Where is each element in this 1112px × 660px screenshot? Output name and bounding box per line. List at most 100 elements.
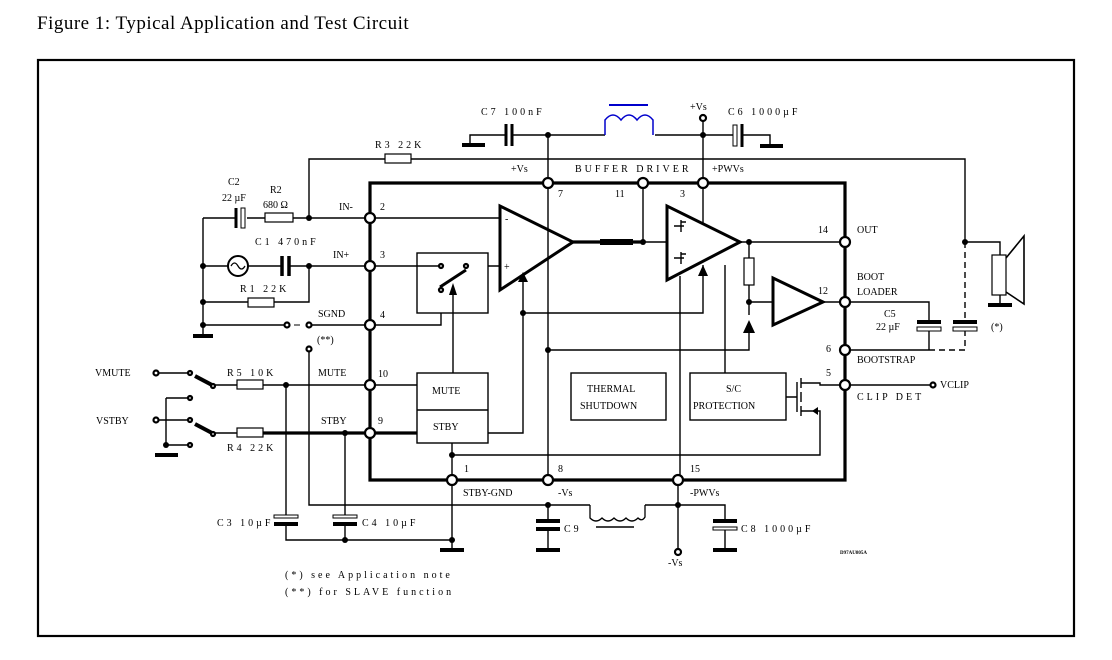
svg-text:SHUTDOWN: SHUTDOWN xyxy=(580,401,637,412)
svg-text:(**): (**) xyxy=(317,335,334,346)
svg-text:S/C: S/C xyxy=(726,384,741,395)
svg-text:C2: C2 xyxy=(228,177,240,188)
svg-text:5: 5 xyxy=(826,368,831,379)
mute-stby-block xyxy=(416,372,489,548)
svg-text:CLIP DET: CLIP DET xyxy=(857,392,924,403)
svg-text:MUTE: MUTE xyxy=(318,368,346,379)
svg-text:STBY: STBY xyxy=(433,422,459,433)
svg-text:(**) for SLAVE function: (**) for SLAVE function xyxy=(285,587,454,598)
svg-text:LOADER: LOADER xyxy=(857,287,898,298)
svg-text:7: 7 xyxy=(558,189,563,200)
svg-text:3: 3 xyxy=(380,250,385,261)
svg-text:2: 2 xyxy=(380,202,385,213)
zener-diode xyxy=(743,320,755,333)
figure-frame xyxy=(36,58,1076,638)
svg-text:4: 4 xyxy=(380,310,385,321)
svg-text:R2: R2 xyxy=(270,185,282,196)
svg-text:C1 470nF: C1 470nF xyxy=(255,237,319,248)
svg-text:(*) see Application note: (*) see Application note xyxy=(285,570,453,581)
svg-text:-Vs: -Vs xyxy=(558,488,573,499)
svg-text:680 Ω: 680 Ω xyxy=(263,200,288,211)
inductor-top xyxy=(604,114,654,135)
svg-text:R4 22K: R4 22K xyxy=(227,443,276,454)
svg-text:R1 22K: R1 22K xyxy=(240,284,289,295)
svg-text:C4 10µF: C4 10µF xyxy=(362,518,419,529)
svg-text:THERMAL: THERMAL xyxy=(587,384,635,395)
vs-terminal-top xyxy=(698,113,708,123)
r1-resistor xyxy=(247,297,275,308)
svg-text:MUTE: MUTE xyxy=(432,386,460,397)
svg-text:1: 1 xyxy=(464,464,469,475)
svg-text:8: 8 xyxy=(558,464,563,475)
svg-text:C3 10µF: C3 10µF xyxy=(217,518,274,529)
svg-text:VMUTE: VMUTE xyxy=(95,368,131,379)
svg-text:R3 22K: R3 22K xyxy=(375,140,424,151)
svg-text:-: - xyxy=(505,214,508,225)
r5-resistor xyxy=(236,379,264,390)
component-labels: C7 100nF +Vs C6 1000µF R3 22K +Vs BUFFER… xyxy=(95,102,1003,598)
inductor-bottom xyxy=(589,505,646,522)
svg-text:10: 10 xyxy=(378,369,388,380)
vmute-terminal xyxy=(152,369,160,377)
svg-text:+Vs: +Vs xyxy=(511,164,528,175)
svg-text:15: 15 xyxy=(690,464,700,475)
svg-text:C9: C9 xyxy=(564,524,582,535)
svg-text:BOOTSTRAP: BOOTSTRAP xyxy=(857,355,916,366)
svg-text:6: 6 xyxy=(826,344,831,355)
svg-text:(*): (*) xyxy=(991,322,1003,333)
svg-text:22 µF: 22 µF xyxy=(222,193,246,204)
input-switch xyxy=(416,252,489,373)
svg-text:9: 9 xyxy=(378,416,383,427)
svg-text:+Vs: +Vs xyxy=(690,102,707,113)
svg-text:BUFFER DRIVER: BUFFER DRIVER xyxy=(575,164,692,175)
preamp-opamp: -+ xyxy=(488,183,750,480)
svg-text:VCLIP: VCLIP xyxy=(940,380,969,391)
boot-loader-buffer xyxy=(771,275,827,328)
supply-top xyxy=(462,104,783,183)
r4-resistor xyxy=(236,427,264,438)
svg-text:STBY: STBY xyxy=(321,416,347,427)
sc-protection-block xyxy=(689,372,787,421)
svg-text:C8 1000µF: C8 1000µF xyxy=(741,524,814,535)
svg-text:PROTECTION: PROTECTION xyxy=(693,401,755,412)
svg-text:R5 10K: R5 10K xyxy=(227,368,276,379)
svg-text:+PWVs: +PWVs xyxy=(712,164,744,175)
ic-pins xyxy=(363,176,852,487)
svg-text:D97AU805A: D97AU805A xyxy=(840,551,867,556)
svg-text:12: 12 xyxy=(818,286,828,297)
vclip-terminal xyxy=(929,381,937,389)
r3-resistor xyxy=(384,153,412,164)
svg-text:IN-: IN- xyxy=(339,202,353,213)
vs-negative-terminal xyxy=(673,547,683,557)
svg-text:C6 1000µF: C6 1000µF xyxy=(728,107,801,118)
svg-text:VSTBY: VSTBY xyxy=(96,416,129,427)
clip-detect-mosfet xyxy=(452,378,937,456)
svg-text:+: + xyxy=(504,262,510,273)
svg-text:STBY-GND: STBY-GND xyxy=(463,488,512,499)
input-network xyxy=(193,207,548,506)
bootstrap-resistor xyxy=(743,257,755,286)
power-opamp xyxy=(665,183,1025,480)
svg-text:11: 11 xyxy=(615,189,625,200)
svg-text:-PWVs: -PWVs xyxy=(690,488,720,499)
vstby-terminal xyxy=(152,416,160,424)
svg-text:SGND: SGND xyxy=(318,309,345,320)
svg-text:3: 3 xyxy=(680,189,685,200)
figure-title: Figure 1: Typical Application and Test C… xyxy=(37,13,410,34)
svg-text:14: 14 xyxy=(818,225,828,236)
svg-text:22 µF: 22 µF xyxy=(876,322,900,333)
speaker-icon xyxy=(991,254,1007,296)
slave-terminal xyxy=(305,345,313,353)
svg-text:C7 100nF: C7 100nF xyxy=(481,107,545,118)
r3-feedback-wire xyxy=(308,158,966,242)
thermal-shutdown-block xyxy=(570,372,667,421)
svg-text:IN+: IN+ xyxy=(333,250,350,261)
mute-standby-inputs xyxy=(152,369,464,552)
r2-resistor xyxy=(264,212,294,223)
svg-text:BOOT: BOOT xyxy=(857,272,884,283)
svg-text:C5: C5 xyxy=(884,309,896,320)
supply-bottom xyxy=(536,480,738,557)
svg-text:OUT: OUT xyxy=(857,225,878,236)
pin-numbers: 2 3 4 10 9 7 11 3 14 12 6 5 1 8 15 xyxy=(378,189,831,475)
